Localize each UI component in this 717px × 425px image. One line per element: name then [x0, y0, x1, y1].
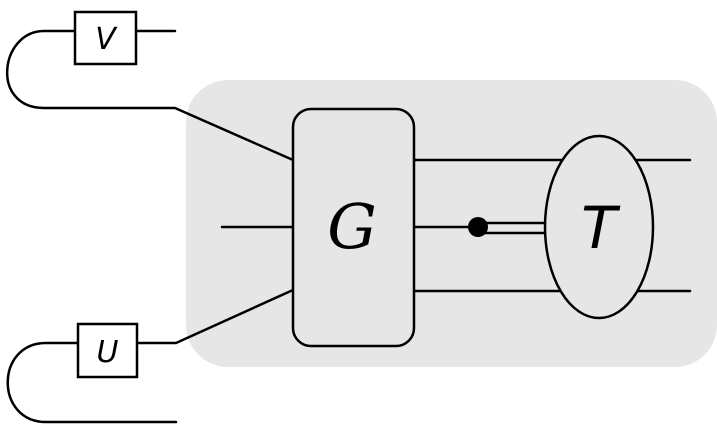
t-node-label: T — [581, 194, 621, 262]
top-loop-wire — [6, 29, 295, 162]
g-box-label: G — [327, 190, 377, 263]
v-box — [73, 10, 138, 66]
t-ellipse — [543, 134, 655, 320]
measurement-dot — [468, 217, 488, 237]
u-box-label: U — [97, 335, 119, 370]
u-box — [76, 322, 139, 379]
v-box-label: V — [95, 22, 118, 57]
bottom-loop-wire — [6, 288, 295, 424]
g-box — [291, 107, 416, 348]
